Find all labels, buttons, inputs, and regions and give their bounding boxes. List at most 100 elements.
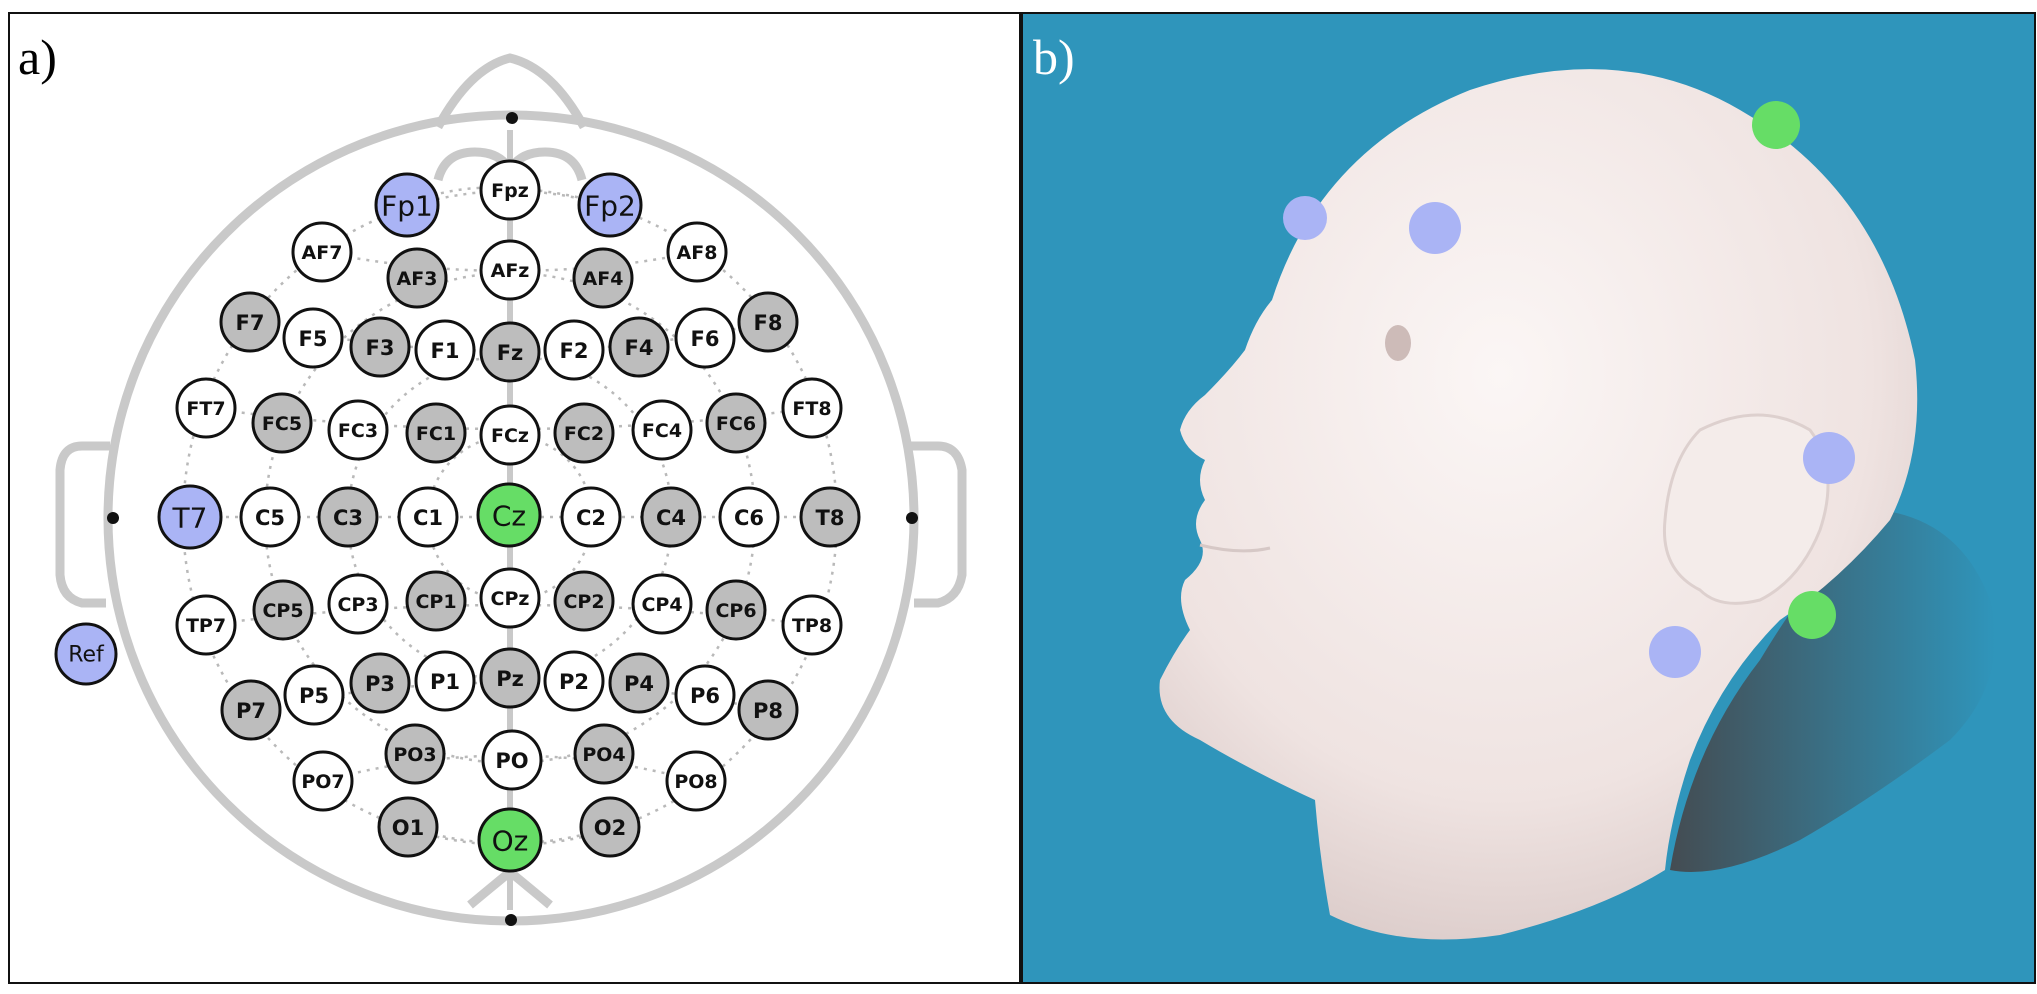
- electrode-circle: [577, 172, 643, 238]
- electrode-pz: Pz: [479, 647, 541, 709]
- electrode-circle: [291, 221, 353, 283]
- electrode-label: FT7: [186, 398, 225, 420]
- electrode-circle: [799, 486, 861, 548]
- electrode-label: P5: [299, 684, 329, 708]
- electrode-label: AF3: [397, 268, 438, 290]
- electrode-circle: [737, 679, 799, 741]
- electrode-label: CPz: [491, 588, 530, 610]
- electrode-af8: AF8: [666, 221, 728, 283]
- electrode-f4: F4: [608, 316, 670, 378]
- electrode-label: Fz: [497, 341, 524, 365]
- electrode-cp6: CP6: [705, 579, 767, 641]
- panel-b-label: b): [1033, 29, 1075, 85]
- head-shadow: [1670, 510, 1995, 872]
- electrode-circle: [553, 570, 615, 632]
- electrode-label: C4: [656, 506, 686, 530]
- electrode-circle: [718, 486, 780, 548]
- electrode-label: PO7: [301, 771, 344, 793]
- electrode-po: PO: [481, 729, 543, 791]
- electrode-circle: [414, 319, 476, 381]
- electrode-circle: [252, 579, 314, 641]
- electrode-label: PO3: [393, 744, 436, 766]
- electrode-label: P6: [690, 684, 720, 708]
- electrode-label: Fp1: [381, 190, 433, 223]
- electrode-o2: O2: [579, 796, 641, 858]
- electrode-cz: Cz: [476, 482, 542, 548]
- electrode-label: AF8: [677, 242, 718, 264]
- electrode-label: F5: [299, 327, 328, 351]
- electrode-c5: C5: [239, 486, 301, 548]
- electrode-label: P8: [753, 699, 783, 723]
- electrode-cp3: CP3: [327, 573, 389, 635]
- electrode-circle: [674, 307, 736, 369]
- electrode-o1: O1: [377, 796, 439, 858]
- head-silhouette: [1159, 69, 1918, 940]
- electrode-circle: [665, 750, 727, 812]
- electrode-f8: F8: [737, 291, 799, 353]
- electrode-circle: [479, 647, 541, 709]
- ear: [1662, 413, 1830, 605]
- head-electrode-blue-front-left: [1283, 196, 1327, 240]
- electrode-circle: [479, 404, 541, 466]
- electrode-ft8: FT8: [781, 377, 843, 439]
- electrode-po3: PO3: [384, 723, 446, 785]
- electrode-circle: [705, 579, 767, 641]
- electrode-circle: [572, 247, 634, 309]
- electrode-p8: P8: [737, 679, 799, 741]
- electrode-f2: F2: [543, 319, 605, 381]
- electrode-label: FC2: [564, 423, 604, 445]
- electrode-label: FC6: [716, 413, 756, 435]
- electrode-fp2: Fp2: [577, 172, 643, 238]
- electrode-label: CP3: [337, 594, 378, 616]
- electrode-f3: F3: [349, 316, 411, 378]
- electrode-circle: [705, 392, 767, 454]
- electrode-circle: [349, 652, 411, 714]
- electrode-circle: [349, 316, 411, 378]
- electrode-label: CP6: [715, 600, 756, 622]
- electrode-label: FC4: [642, 420, 682, 442]
- electrode-label: C1: [413, 506, 443, 530]
- electrode-circle: [543, 319, 605, 381]
- electrode-circle: [239, 486, 301, 548]
- electrode-f5: F5: [282, 307, 344, 369]
- head-electrode-green-top: [1752, 101, 1800, 149]
- panel-a-label: a): [18, 29, 57, 85]
- electrode-label: O2: [594, 816, 626, 840]
- electrode-circle: [220, 679, 282, 741]
- electrode-circle: [384, 723, 446, 785]
- electrode-label: FC3: [338, 420, 378, 442]
- electrode-circle: [479, 159, 541, 221]
- electrode-circle: [175, 594, 237, 656]
- electrode-label: F1: [431, 339, 460, 363]
- electrode-label: T7: [172, 502, 208, 535]
- electrode-f6: F6: [674, 307, 736, 369]
- electrode-circle: [737, 291, 799, 353]
- electrode-c6: C6: [718, 486, 780, 548]
- electrode-label: C5: [255, 506, 285, 530]
- electrode-label: PO: [495, 749, 528, 773]
- electrode-f7: F7: [219, 291, 281, 353]
- electrode-circle: [781, 377, 843, 439]
- electrode-circle: [481, 729, 543, 791]
- electrode-fp1: Fp1: [374, 172, 440, 238]
- head-electrode-blue-neck: [1649, 626, 1701, 678]
- mouth: [1199, 543, 1271, 553]
- electrode-label: CP1: [415, 591, 456, 613]
- electrode-label: Fp2: [584, 190, 636, 223]
- electrode-fpz: Fpz: [479, 159, 541, 221]
- electrode-label: O1: [392, 816, 424, 840]
- electrode-label: AF4: [583, 268, 624, 290]
- eye: [1385, 325, 1411, 361]
- electrode-t8: T8: [799, 486, 861, 548]
- electrode-fc6: FC6: [705, 392, 767, 454]
- electrode-oz: Oz: [477, 807, 543, 873]
- electrode-circle: [631, 399, 693, 461]
- head-electrode-blue-ear: [1803, 432, 1855, 484]
- electrode-cp5: CP5: [252, 579, 314, 641]
- electrode-label: C6: [734, 506, 764, 530]
- electrode-circle: [608, 652, 670, 714]
- electrode-label: CP4: [641, 594, 682, 616]
